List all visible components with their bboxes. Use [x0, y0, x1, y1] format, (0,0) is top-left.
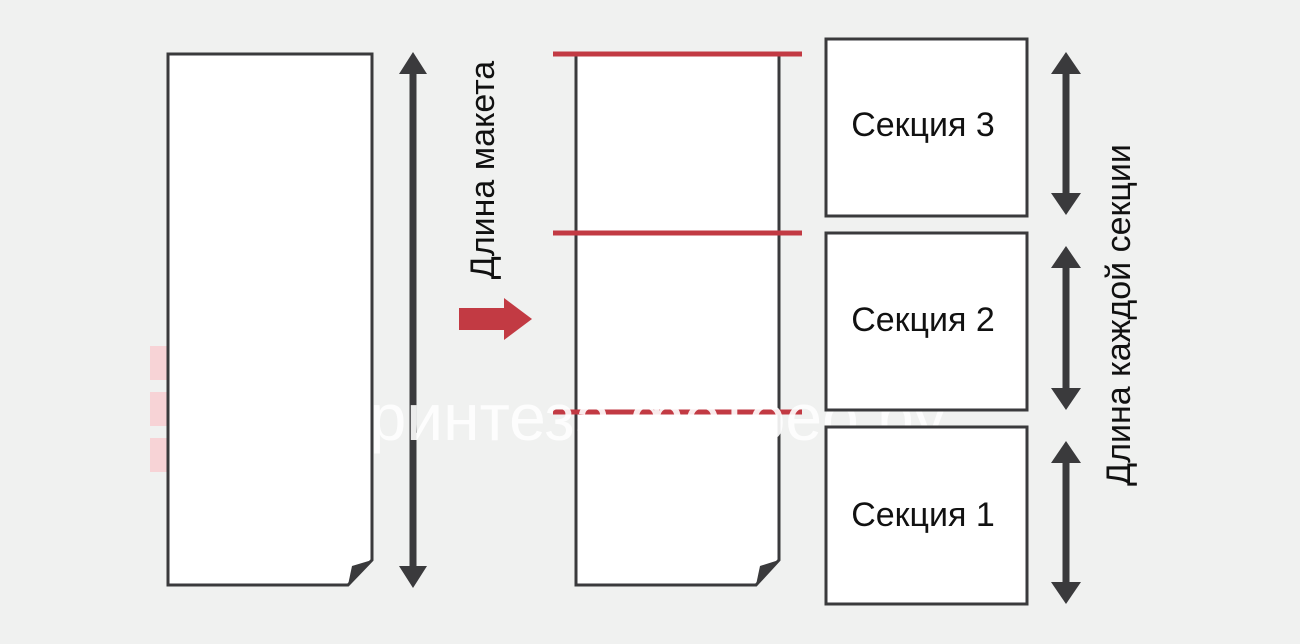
watermark-bar-1	[150, 346, 168, 380]
section-label-1: Секция 1	[851, 496, 995, 534]
section-label-2: Секция 2	[851, 301, 995, 339]
section-length-label: Длина каждой секции	[1100, 144, 1138, 486]
split-arrow-icon	[459, 298, 532, 340]
section-box-2: Секция 2	[824, 231, 1029, 412]
section-length-arrow-icon-1	[1051, 441, 1081, 604]
watermark-bar-2	[150, 392, 168, 426]
section-box-1: Секция 1	[824, 425, 1029, 606]
full-layout-sheet	[166, 52, 374, 587]
section-label-3: Секция 3	[851, 106, 995, 144]
section-length-arrow-icon-3	[1051, 52, 1081, 215]
watermark-accent-bars	[150, 346, 168, 472]
layout-length-label: Длина макета	[464, 61, 502, 280]
page-curl-icon	[348, 560, 372, 585]
layout-length-arrow-icon	[399, 52, 427, 588]
cut-layout-sheet	[574, 52, 781, 587]
page-curl-icon-2	[756, 560, 779, 585]
watermark-bar-3	[150, 438, 168, 472]
section-length-arrow-icon-2	[1051, 246, 1081, 410]
section-box-3: Секция 3	[824, 37, 1029, 218]
